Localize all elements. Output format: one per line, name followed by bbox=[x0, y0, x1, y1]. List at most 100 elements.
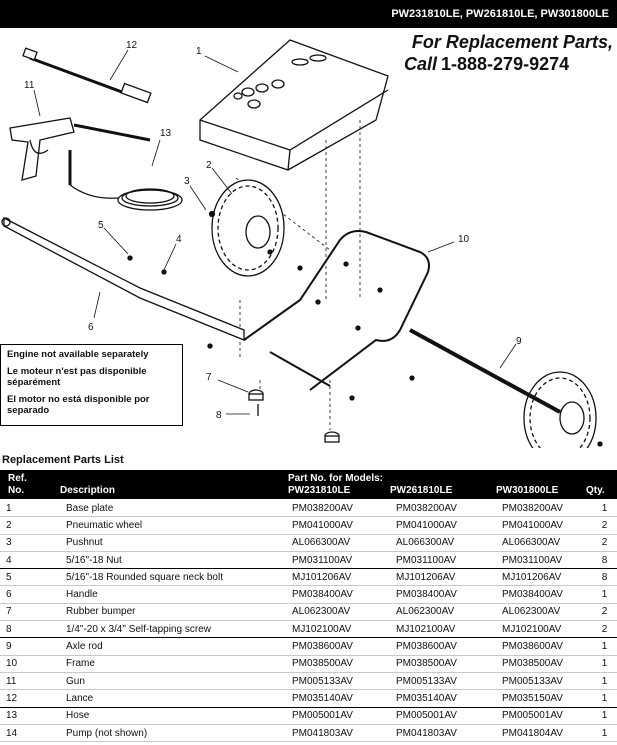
model-1-part-cell: PM005133AV bbox=[292, 672, 396, 691]
header-model-2: PW261810LE bbox=[390, 485, 453, 496]
handle-drawing bbox=[1, 216, 245, 341]
header-model-3: PW301800LE bbox=[496, 485, 559, 496]
model-3-part-cell: PM038500AV bbox=[502, 655, 592, 673]
qty-cell: 2 bbox=[592, 516, 617, 535]
model-2-part-cell: MJ102100AV bbox=[396, 620, 502, 639]
model-2-part-cell: MJ101206AV bbox=[396, 568, 502, 587]
description-cell: 5/16"-18 Nut bbox=[66, 551, 292, 570]
qty-cell: 1 bbox=[592, 707, 617, 725]
description-cell: Base plate bbox=[66, 500, 292, 518]
qty-cell: 2 bbox=[592, 603, 617, 622]
model-1-part-cell: PM041000AV bbox=[292, 516, 396, 535]
description-cell: Pushnut bbox=[66, 534, 292, 552]
parts-list-title: Replacement Parts List bbox=[2, 454, 124, 466]
callout-5: 5 bbox=[98, 220, 104, 231]
qty-cell: 1 bbox=[592, 689, 617, 708]
notice-french: Le moteur n'est pas disponible séparémen… bbox=[7, 366, 147, 388]
header-model-1: PW231810LE bbox=[288, 485, 351, 496]
callout-4: 4 bbox=[176, 234, 182, 245]
model-3-part-cell: PM031100AV bbox=[502, 551, 592, 570]
callout-2: 2 bbox=[206, 160, 212, 171]
qty-cell: 1 bbox=[592, 655, 617, 673]
qty-cell: 2 bbox=[592, 534, 617, 552]
model-1-part-cell: PM038200AV bbox=[292, 500, 396, 518]
ref-cell: 3 bbox=[0, 534, 66, 552]
pneumatic-wheel-drawing bbox=[211, 179, 285, 277]
description-cell: Axle rod bbox=[66, 637, 292, 656]
callout-11: 11 bbox=[24, 80, 35, 91]
ref-cell: 2 bbox=[0, 516, 66, 535]
ref-cell: 13 bbox=[0, 707, 66, 725]
model-1-part-cell: PM035140AV bbox=[292, 689, 396, 708]
model-2-part-cell: PM041000AV bbox=[396, 516, 502, 535]
callout-9: 9 bbox=[516, 336, 522, 347]
model-3-part-cell: AL066300AV bbox=[502, 534, 592, 552]
callout-12: 12 bbox=[126, 40, 138, 51]
model-1-part-cell: AL062300AV bbox=[292, 603, 396, 622]
model-1-part-cell: PM038400AV bbox=[292, 585, 396, 604]
hose-drawing bbox=[68, 150, 183, 211]
notice-english: Engine not available separately bbox=[7, 349, 149, 360]
header-no: No. bbox=[8, 485, 25, 496]
ref-cell: 10 bbox=[0, 655, 66, 673]
qty-cell: 8 bbox=[592, 568, 617, 587]
callout-8: 8 bbox=[216, 410, 222, 421]
model-2-part-cell: PM035140AV bbox=[396, 689, 502, 708]
model-3-part-cell: PM038400AV bbox=[502, 585, 592, 604]
description-cell: Pump (not shown) bbox=[66, 724, 292, 743]
gun-drawing bbox=[9, 117, 151, 181]
ref-cell: 12 bbox=[0, 689, 66, 708]
model-3-part-cell: PM005133AV bbox=[502, 672, 592, 691]
description-cell: Hose bbox=[66, 707, 292, 725]
description-cell: Frame bbox=[66, 655, 292, 673]
model-2-part-cell: AL066300AV bbox=[396, 534, 502, 552]
qty-cell: 8 bbox=[592, 551, 617, 570]
qty-cell: 1 bbox=[592, 672, 617, 691]
qty-cell: 1 bbox=[592, 724, 617, 743]
replacement-parts-line: For Replacement Parts, bbox=[411, 32, 613, 52]
model-1-part-cell: PM038600AV bbox=[292, 637, 396, 656]
model-3-part-cell: MJ101206AV bbox=[502, 568, 592, 587]
exploded-parts-diagram: 1 2 3 4 5 6 7 8 9 10 11 12 13 bbox=[1, 39, 603, 448]
model-2-part-cell: PM031100AV bbox=[396, 551, 502, 570]
callout-3: 3 bbox=[184, 176, 190, 187]
description-cell: 5/16"-18 Rounded square neck bolt bbox=[66, 568, 292, 587]
frame-drawing bbox=[243, 230, 430, 391]
description-cell: Rubber bumper bbox=[66, 603, 292, 622]
model-2-part-cell: PM038500AV bbox=[396, 655, 502, 673]
model-2-part-cell: PM038400AV bbox=[396, 585, 502, 604]
model-3-part-cell: PM005001AV bbox=[502, 707, 592, 725]
model-2-part-cell: PM038600AV bbox=[396, 637, 502, 656]
parts-table-header: Ref. No. Description Part No. for Models… bbox=[0, 470, 617, 499]
model-2-part-cell: PM005001AV bbox=[396, 707, 502, 725]
ref-cell: 7 bbox=[0, 603, 66, 622]
qty-cell: 2 bbox=[592, 620, 617, 639]
model-3-part-cell: PM041804AV bbox=[502, 724, 592, 743]
description-cell: Gun bbox=[66, 672, 292, 691]
model-1-part-cell: PM038500AV bbox=[292, 655, 396, 673]
model-1-part-cell: MJ101206AV bbox=[292, 568, 396, 587]
model-2-part-cell: PM005133AV bbox=[396, 672, 502, 691]
ref-cell: 9 bbox=[0, 637, 66, 656]
header-qty: Qty. bbox=[586, 485, 605, 496]
callout-13: 13 bbox=[160, 128, 172, 139]
model-3-part-cell: PM035150AV bbox=[502, 689, 592, 708]
callout-6: 6 bbox=[88, 322, 94, 333]
description-cell: Handle bbox=[66, 585, 292, 604]
ref-cell: 11 bbox=[0, 672, 66, 691]
model-3-part-cell: AL062300AV bbox=[502, 603, 592, 622]
callout-10: 10 bbox=[458, 234, 470, 245]
base-plate-drawing bbox=[199, 39, 389, 171]
model-2-part-cell: PM041803AV bbox=[396, 724, 502, 743]
call-label: Call bbox=[404, 54, 438, 74]
